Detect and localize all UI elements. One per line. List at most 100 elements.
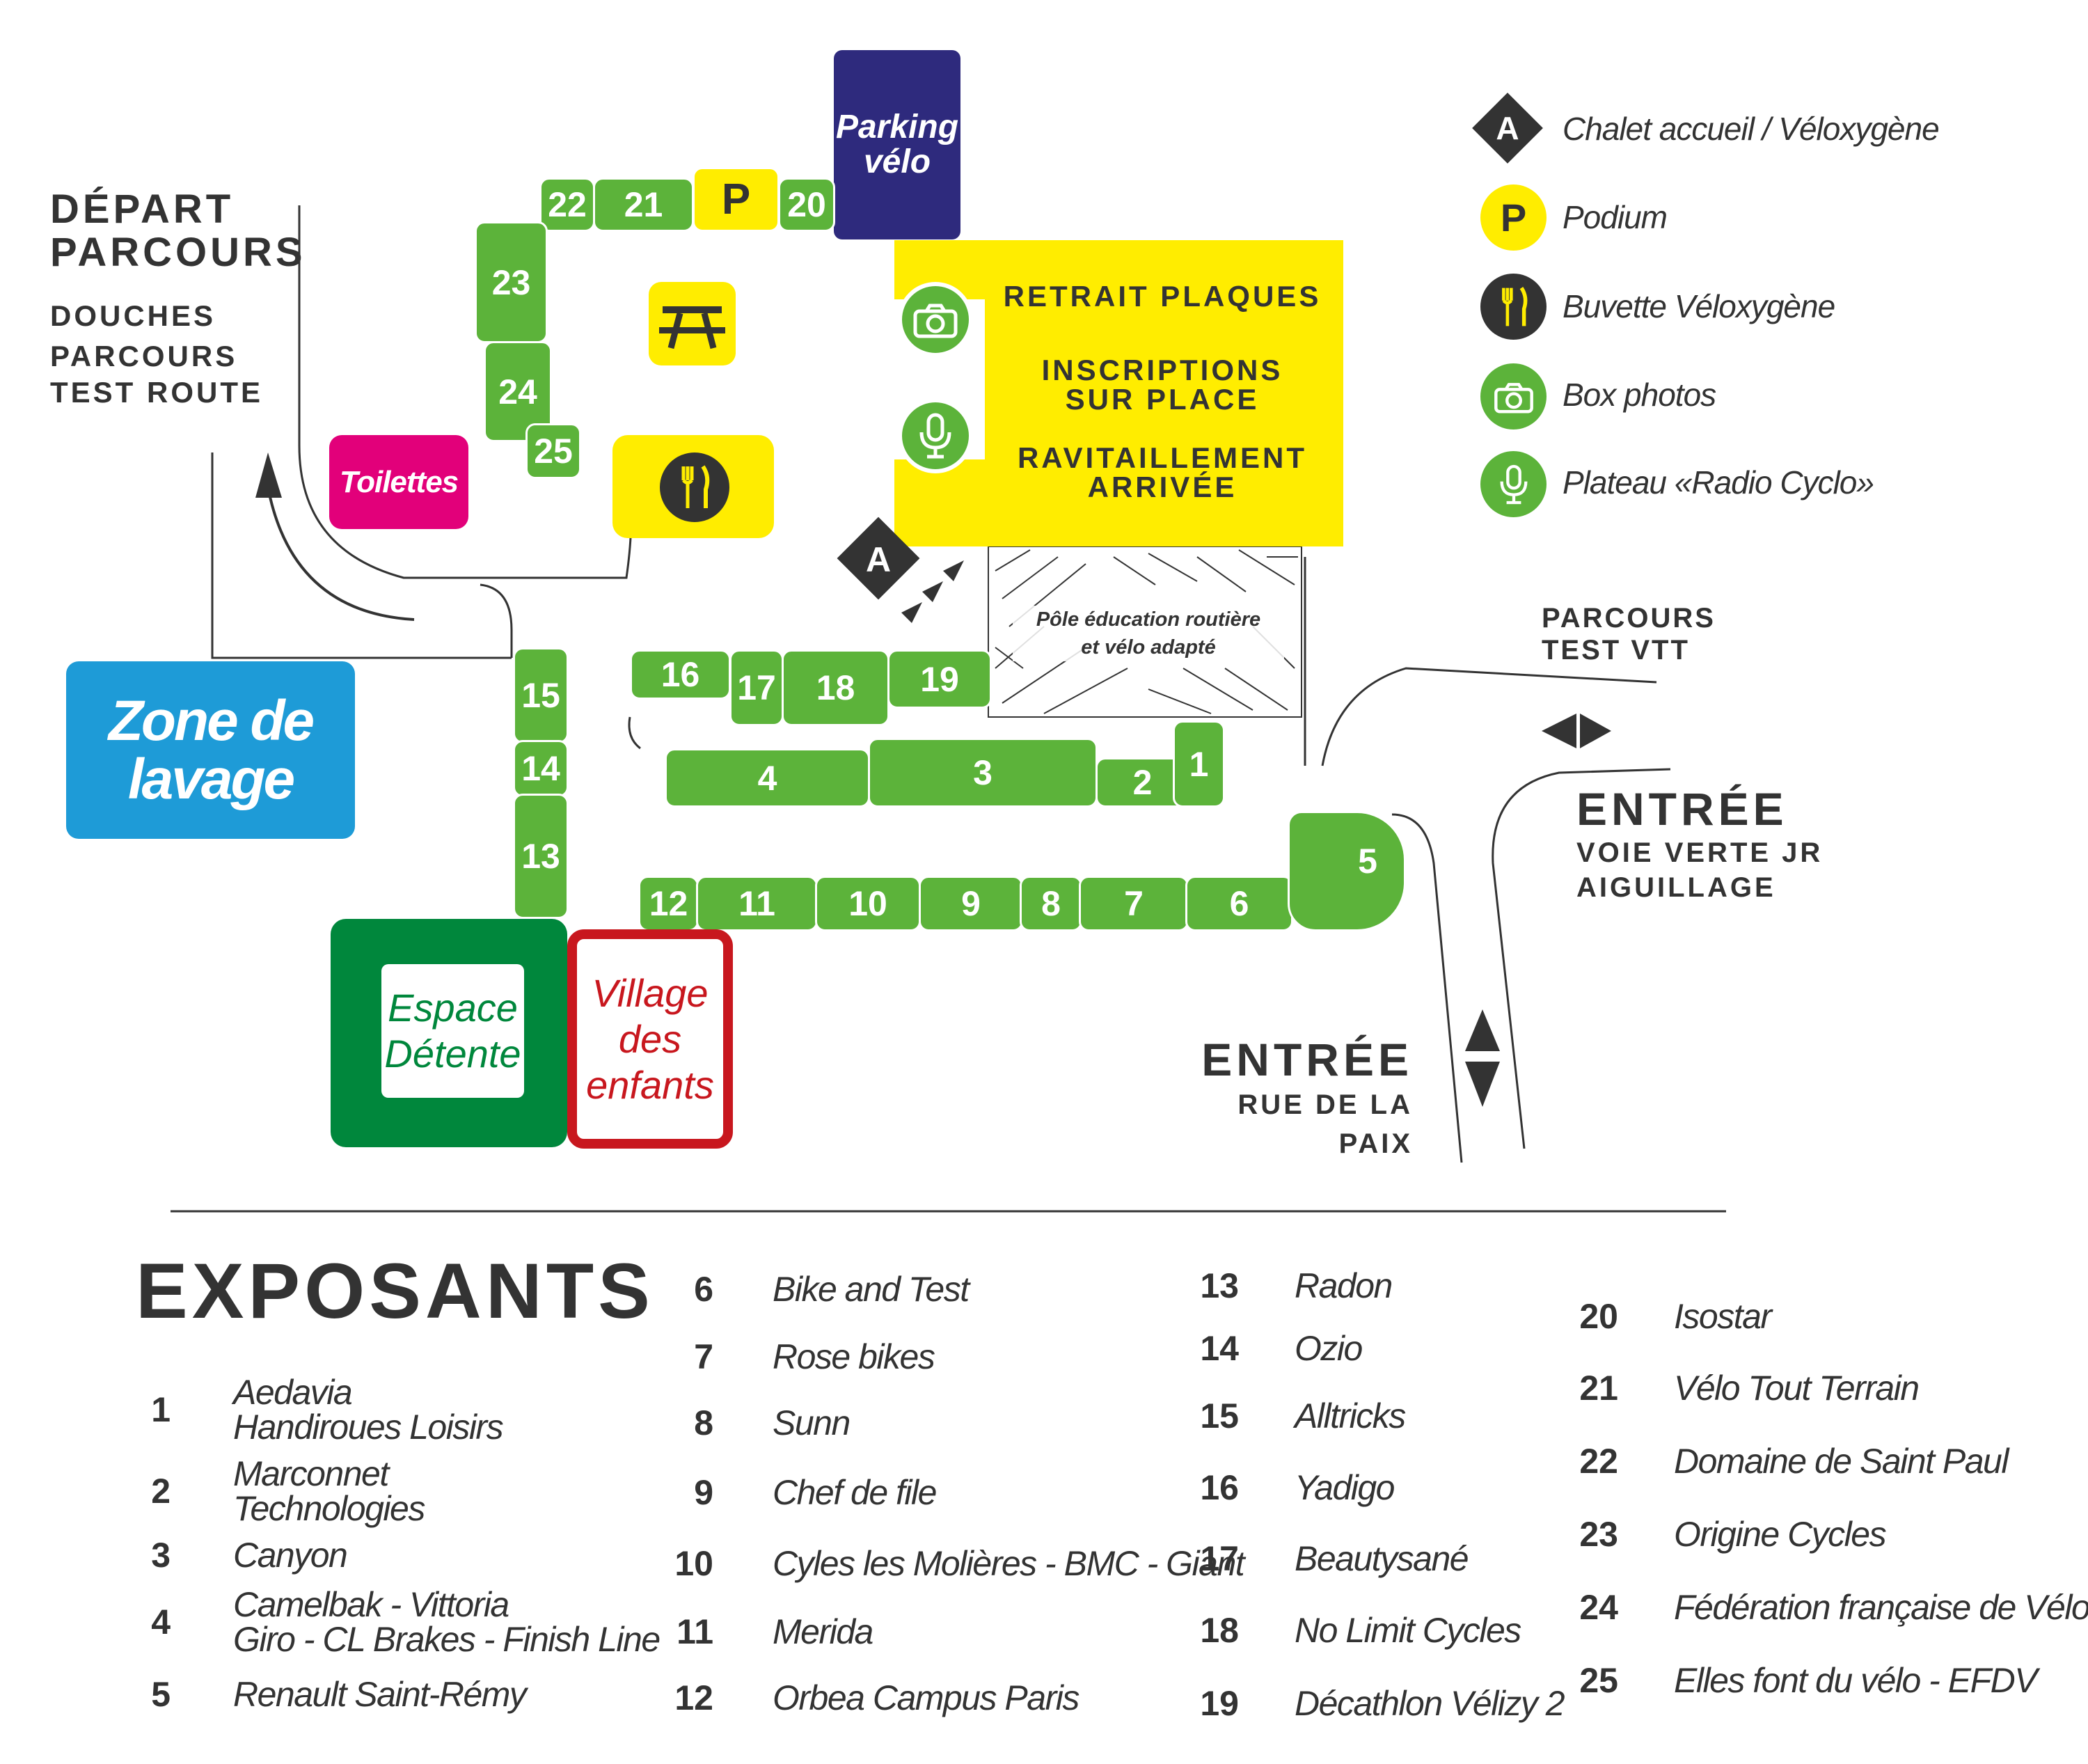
exposant-name-line1: Orbea Campus Paris: [773, 1678, 1079, 1717]
exposant-name: Beautysané: [1295, 1539, 1469, 1578]
exposant-name: Alltricks: [1295, 1399, 1406, 1433]
booth-4[interactable]: 4: [665, 748, 870, 808]
booth-5[interactable]: 5: [1288, 811, 1406, 931]
exposant-name: Origine Cycles: [1674, 1517, 1887, 1552]
exposant-name: Canyon: [233, 1538, 348, 1573]
booth-6[interactable]: 6: [1185, 876, 1293, 931]
vtt-arrow-right-icon: [1580, 714, 1611, 748]
exposant-number: 13: [1200, 1266, 1239, 1305]
booth-17[interactable]: 17: [729, 649, 784, 726]
legend-fork-knife-icon: [1480, 274, 1547, 340]
entree-rue-paix-title: ENTRÉE: [1201, 1034, 1413, 1085]
depart-arrow-icon: [255, 452, 282, 498]
exposant-number: 21: [1579, 1369, 1618, 1408]
exposant-name-line1: Cyles les Molières - BMC - Giant: [773, 1544, 1245, 1583]
exposant-name: Isostar: [1674, 1297, 1772, 1336]
microphone-icon[interactable]: [898, 398, 973, 473]
exposant-name-line1: Isostar: [1674, 1297, 1772, 1336]
legend-buvette-label: Buvette Véloxygène: [1563, 288, 1835, 324]
booth-25[interactable]: 25: [525, 423, 581, 479]
village-line3: enfants: [586, 1062, 714, 1107]
booth-22[interactable]: 22: [539, 178, 595, 232]
exposant-name: Orbea Campus Paris: [773, 1680, 1079, 1715]
booth-7[interactable]: 7: [1079, 876, 1189, 931]
exposant-number: 23: [1579, 1515, 1618, 1554]
camera-icon[interactable]: [898, 282, 973, 357]
booth-23[interactable]: 23: [475, 221, 548, 343]
toilettes[interactable]: Toilettes: [329, 435, 468, 529]
picnic-area[interactable]: [649, 282, 736, 365]
legend-chalet-label: Chalet accueil / Véloxygène: [1563, 111, 1940, 147]
paix-arrow-down-icon: [1465, 1062, 1500, 1107]
buvette-area[interactable]: [612, 435, 774, 538]
booth-12[interactable]: 12: [638, 876, 699, 931]
legend-chalet-letter: A: [1496, 110, 1519, 146]
legend-radio-label: Plateau «Radio Cyclo»: [1563, 464, 1874, 501]
booth-18[interactable]: 18: [782, 649, 889, 726]
booth-3[interactable]: 3: [868, 738, 1098, 808]
zone-de-lavage-line2: lavage: [127, 747, 295, 811]
zone-de-lavage[interactable]: Zone de lavage: [66, 661, 355, 839]
booth-11[interactable]: 11: [696, 876, 818, 931]
chalet-letter: A: [865, 540, 892, 579]
village-des-enfants[interactable]: Village des enfants: [567, 929, 733, 1149]
exposant-row-3: 3 Canyon: [111, 1535, 348, 1575]
entree-voie-verte-title: ENTRÉE: [1576, 783, 1788, 835]
booth-20[interactable]: 20: [778, 178, 835, 232]
exposant-number: 11: [677, 1612, 713, 1651]
exposant-row-13: 13 Radon: [1180, 1266, 1393, 1306]
parking-velo-line2: vélo: [863, 143, 931, 180]
exposant-name: Radon: [1295, 1266, 1393, 1305]
exposant-name-line1: Aedavia: [233, 1373, 353, 1412]
legend-camera-label: Box photos: [1563, 377, 1716, 413]
exposant-name-line1: Beautysané: [1295, 1539, 1469, 1578]
exposant-number: 1: [151, 1390, 171, 1429]
yellow-zone-line5: ARRIVÉE: [1087, 471, 1237, 503]
vtt-arrow-left-icon: [1542, 714, 1576, 748]
exposant-name-line1: Ozio: [1295, 1329, 1363, 1368]
podium-booth[interactable]: P: [693, 167, 780, 232]
booth-9[interactable]: 9: [919, 876, 1023, 931]
exposant-name-line1: Sunn: [773, 1403, 851, 1442]
exposant-number: 18: [1200, 1611, 1239, 1650]
depart-title: DÉPART PARCOURS: [50, 188, 306, 274]
booth-13[interactable]: 13: [513, 794, 569, 919]
espace-detente[interactable]: Espace Détente: [331, 919, 567, 1147]
exposant-number: 12: [674, 1678, 713, 1717]
booth-14[interactable]: 14: [513, 740, 569, 797]
booth-16[interactable]: 16: [630, 649, 731, 700]
booth-21[interactable]: 21: [593, 178, 694, 232]
exposant-name: Bike and Test: [773, 1272, 970, 1307]
exposant-name-line1: Radon: [1295, 1266, 1393, 1305]
booth-8[interactable]: 8: [1020, 876, 1082, 931]
booth-19[interactable]: 19: [887, 649, 992, 709]
booth-15[interactable]: 15: [513, 647, 569, 743]
exposant-name: Cyles les Molières - BMC - Giant: [773, 1544, 1245, 1583]
booth-1[interactable]: 1: [1173, 720, 1225, 808]
exposant-name-line1: Rose bikes: [773, 1337, 935, 1376]
exposant-name-line1: No Limit Cycles: [1295, 1611, 1521, 1650]
pole-education-label: Pôle éducation routière et vélo adapté: [1013, 606, 1284, 661]
exposant-number: 22: [1579, 1442, 1618, 1481]
exposant-number: 3: [151, 1536, 171, 1575]
zone-de-lavage-line1: Zone de: [108, 688, 315, 753]
booth-10[interactable]: 10: [815, 876, 921, 931]
exposant-row-23: 23 Origine Cycles: [1559, 1514, 1887, 1554]
entree-rue-paix: ENTRÉE RUE DE LA PAIX: [1155, 1034, 1413, 1163]
exposant-number: 19: [1200, 1684, 1239, 1723]
parking-velo[interactable]: Parking vélo: [834, 50, 960, 239]
exposant-name-line1: Marconnet: [233, 1454, 389, 1493]
exposant-name-line2: Handiroues Loisirs: [233, 1408, 504, 1447]
pole-education-line1: Pôle éducation routière: [1036, 608, 1261, 631]
